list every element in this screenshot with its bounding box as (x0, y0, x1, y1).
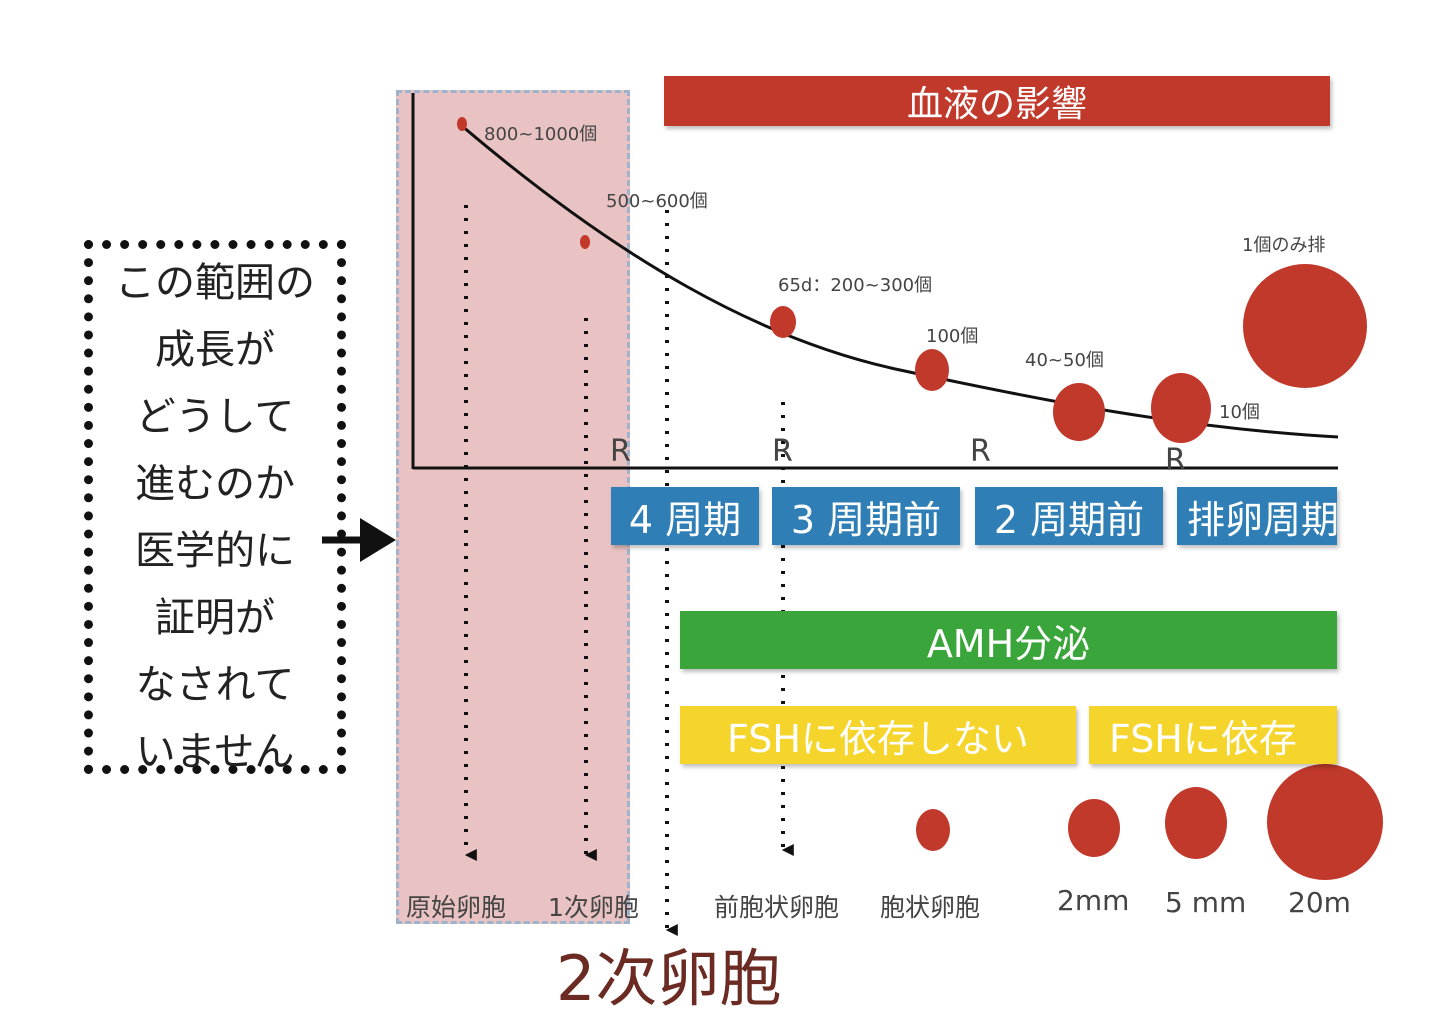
follicle-dot-3 (770, 306, 796, 338)
stage-preantral: 前胞状卵胞 (714, 893, 840, 922)
secondary-follicle-label: 2次卵胞 (556, 942, 782, 1015)
follicle-dot-1 (457, 117, 467, 131)
cycle-bar-3: 3 周期前 (772, 487, 960, 545)
note-line-8: いません (135, 729, 295, 775)
count-label-2: 500~600個 (606, 191, 708, 212)
follicle-dot-7 (1243, 264, 1367, 388)
stage-primary: 1次卵胞 (548, 893, 639, 922)
follicle-dot-5 (1053, 383, 1105, 441)
amh-label: AMH分泌 (926, 621, 1091, 666)
note-box (84, 240, 346, 774)
cycle-label-ovulation: 排卵周期 (1187, 497, 1340, 542)
cycle-label-2: 2 周期前 (993, 497, 1145, 542)
note-arrow-head (360, 518, 396, 562)
fsh-dependent-label: FSHに依存 (1109, 716, 1297, 761)
count-label-7: 1個のみ排 (1242, 235, 1326, 256)
count-label-4: 100個 (926, 326, 979, 347)
cycle-bar-4: 4 周期 (611, 487, 759, 545)
blood-influence-bar: 血液の影響 (664, 76, 1330, 126)
highlight-region (396, 90, 630, 924)
note-line-7: なされて (135, 662, 295, 708)
stage-follicle-antral (916, 809, 950, 851)
note-line-3: どうして (135, 394, 295, 440)
cycle-label-3: 3 周期前 (790, 497, 942, 542)
stage-antral: 胞状卵胞 (880, 893, 981, 922)
count-label-6: 10個 (1219, 402, 1260, 423)
count-label-1: 800~1000個 (484, 124, 598, 145)
r-mark-2: R (772, 434, 793, 469)
stage-20mm: 20m (1288, 886, 1351, 919)
r-mark-4: R (1165, 443, 1186, 478)
follicle-dot-4 (915, 349, 949, 391)
fsh-independent-label: FSHに依存しない (727, 716, 1029, 761)
fsh-dependent-bar: FSHに依存 (1089, 706, 1337, 764)
stage-5mm: 5 mm (1165, 886, 1247, 919)
amh-bar: AMH分泌 (680, 611, 1337, 669)
count-label-3: 65d：200~300個 (778, 275, 933, 296)
cycle-bar-ovulation: 排卵周期 (1177, 487, 1340, 545)
note-line-4: 進むのか (135, 461, 295, 507)
note-line-5: 医学的に (135, 528, 295, 574)
count-label-5: 40~50個 (1025, 350, 1104, 371)
fsh-independent-bar: FSHに依存しない (680, 706, 1076, 764)
note-line-2: 成長が (155, 327, 275, 373)
note-line-1: この範囲の (115, 260, 315, 306)
follicle-dot-6 (1151, 373, 1211, 443)
stage-follicle-5mm (1165, 787, 1227, 859)
stage-2mm: 2mm (1057, 884, 1130, 917)
cycle-bar-2: 2 周期前 (975, 487, 1163, 545)
note-line-6: 証明が (155, 595, 275, 641)
r-mark-1: R (610, 434, 631, 469)
r-mark-3: R (970, 434, 991, 469)
stage-follicle-2mm (1068, 799, 1120, 857)
stage-primordial: 原始卵胞 (406, 893, 507, 922)
blood-influence-label: 血液の影響 (906, 84, 1087, 125)
follicle-dot-2 (580, 235, 590, 249)
stage-follicle-20mm (1267, 764, 1383, 880)
cycle-label-4: 4 周期 (628, 497, 742, 542)
